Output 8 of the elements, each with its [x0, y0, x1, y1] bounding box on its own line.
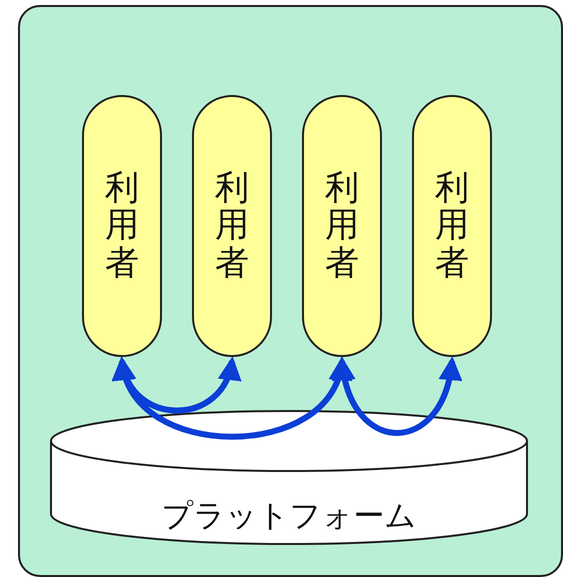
- capsule-label: 利用者: [435, 170, 469, 282]
- double-arrow: [333, 356, 461, 436]
- platform-cylinder: [50, 410, 528, 545]
- capsule-label: 利用者: [215, 170, 249, 282]
- panel-background: [18, 5, 563, 577]
- capsule-label: 利用者: [325, 170, 359, 282]
- capsule-label: 利用者: [105, 170, 139, 282]
- platform-label: プラットフォーム: [160, 497, 418, 536]
